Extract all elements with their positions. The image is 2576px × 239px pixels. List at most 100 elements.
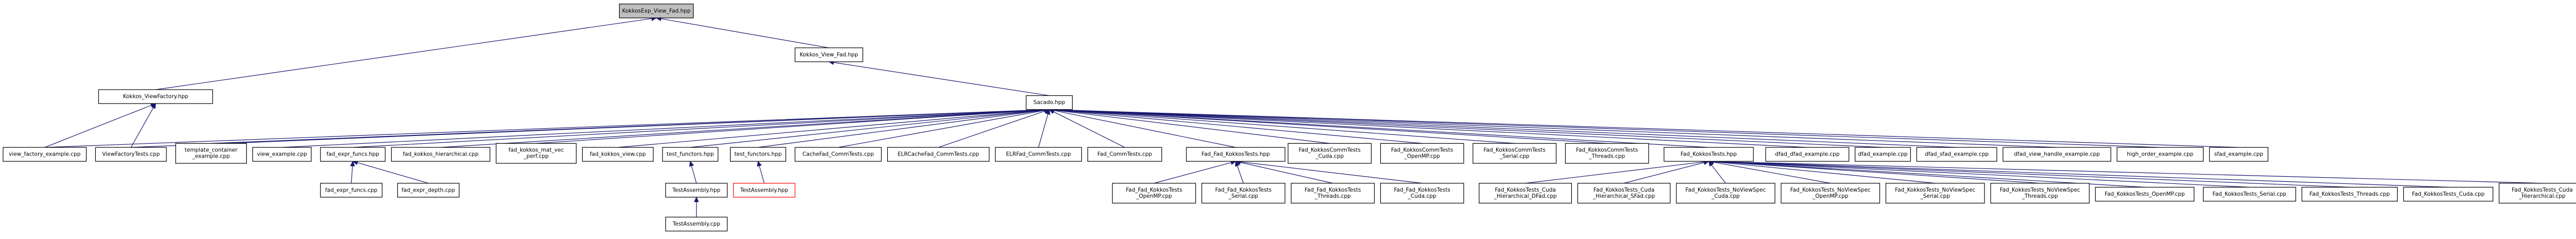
node-label: fad_expr_depth.cpp <box>401 187 455 193</box>
node-fkh[interactable]: fad_kokkos_hierarchical.cpp <box>391 147 490 162</box>
node-box <box>397 183 460 198</box>
edge-fkct-to-sacado <box>1054 109 1607 144</box>
edge-cfct-to-sacado <box>838 110 1045 148</box>
node-box <box>1112 183 1196 204</box>
node-fkco[interactable]: Fad_KokkosCommTests_OpenMP.cpp <box>1380 143 1464 164</box>
node-label: _Threads.cpp <box>1314 193 1351 199</box>
node-ta1[interactable]: TestAssembly.hpp <box>665 183 728 198</box>
node-fknvo[interactable]: Fad_KokkosTests_NoViewSpec_OpenMP.cpp <box>1781 183 1880 204</box>
node-label: _Serial.cpp <box>1228 193 1259 199</box>
node-fed[interactable]: fad_expr_depth.cpp <box>397 183 460 198</box>
node-box <box>1855 147 1911 162</box>
node-box <box>582 147 654 162</box>
edge-fkv-to-sacado <box>618 109 1045 148</box>
node-sacado[interactable]: Sacado.hpp <box>1026 95 1073 110</box>
edge-fkchs-to-fkt <box>1623 162 1704 184</box>
node-ta2[interactable]: TestAssembly.hpp <box>733 183 795 198</box>
node-label: ViewFactoryTests.cpp <box>102 151 160 158</box>
node-kvfac[interactable]: Kokkos_ViewFactory.hpp <box>98 89 213 104</box>
node-dsex[interactable]: dfad_sfad_example.cpp <box>1916 147 1997 162</box>
node-cfct[interactable]: CacheFad_CommTests.cpp <box>794 147 882 162</box>
node-fktc[interactable]: Fad_KokkosTests_Cuda.cpp <box>2403 186 2494 202</box>
node-box <box>3 147 87 162</box>
node-label: high_order_example.cpp <box>2127 151 2193 158</box>
node-box <box>175 143 247 164</box>
node-ffko[interactable]: Fad_Fad_KokkosTests_OpenMP.cpp <box>1112 183 1196 204</box>
node-tf2[interactable]: test_functors.hpp <box>730 147 786 162</box>
node-box <box>733 183 795 198</box>
node-box <box>2003 147 2111 162</box>
node-label: Fad_Fad_KokkosTests <box>1126 187 1182 193</box>
node-label: Fad_KokkosTests_NoViewSpec <box>1895 187 1975 193</box>
node-fkt[interactable]: Fad_KokkosTests.hpp <box>1664 147 1754 162</box>
node-label: fad_expr_funcs.hpp <box>327 151 380 158</box>
node-box <box>1885 183 1985 204</box>
node-ffkth[interactable]: Fad_Fad_KokkosTests_Threads.cpp <box>1291 183 1375 204</box>
node-root[interactable]: KokkosExp_View_Fad.hpp <box>619 4 694 19</box>
node-fkcc[interactable]: Fad_KokkosCommTests_Cuda.cpp <box>1287 143 1372 164</box>
node-tf1[interactable]: test_functors.hpp <box>662 147 719 162</box>
node-fkto[interactable]: Fad_KokkosTests_OpenMP.cpp <box>2095 186 2195 202</box>
node-box <box>887 147 990 162</box>
node-label: Fad_KokkosTests_Serial.cpp <box>2213 191 2287 197</box>
node-tacpp[interactable]: TestAssembly.cpp <box>665 216 728 232</box>
node-box <box>995 147 1082 162</box>
node-box <box>2116 147 2204 162</box>
node-fktch[interactable]: Fad_KokkosTests_Cuda_Hierarchical.cpp <box>2499 183 2576 204</box>
node-box <box>2403 186 2494 202</box>
arrowhead-icon <box>1235 161 1240 167</box>
node-vex[interactable]: view_example.cpp <box>252 147 312 162</box>
node-box <box>1664 147 1754 162</box>
node-vft[interactable]: ViewFactoryTests.cpp <box>95 147 167 162</box>
node-fknvs[interactable]: Fad_KokkosTests_NoViewSpec_Serial.cpp <box>1885 183 1985 204</box>
node-elrc[interactable]: ELRCacheFad_CommTests.cpp <box>887 147 990 162</box>
node-fkchs[interactable]: Fad_KokkosTests_Cuda_Hierarchical_SFad.c… <box>1577 183 1671 204</box>
node-elrf[interactable]: ELRFad_CommTests.cpp <box>995 147 1082 162</box>
node-kvfad[interactable]: Kokkos_View_Fad.hpp <box>794 47 863 62</box>
node-fct[interactable]: Fad_CommTests.cpp <box>1087 147 1162 162</box>
node-label: _OpenMP.cpp <box>1404 153 1440 160</box>
node-ffkc[interactable]: Fad_Fad_KokkosTests_Cuda.cpp <box>1380 183 1464 204</box>
node-ffks[interactable]: Fad_Fad_KokkosTests_Serial.cpp <box>1201 183 1285 204</box>
node-label: _perf.cpp <box>523 153 549 160</box>
node-label: template_container <box>185 147 238 153</box>
edge-fkts-to-fkt <box>1713 161 2250 188</box>
node-fkchd[interactable]: Fad_KokkosTests_Cuda_Hierarchical_DFad.c… <box>1479 183 1572 204</box>
node-hoe[interactable]: high_order_example.cpp <box>2116 147 2204 162</box>
node-label: Fad_KokkosTests_Cuda <box>2512 187 2572 193</box>
node-fef[interactable]: fad_expr_funcs.hpp <box>320 147 386 162</box>
node-label: Fad_KokkosTests_NoViewSpec <box>1685 187 1766 193</box>
edge-fef-to-sacado <box>352 109 1045 148</box>
node-fkts[interactable]: Fad_KokkosTests_Serial.cpp <box>2202 186 2296 202</box>
node-fknvt[interactable]: Fad_KokkosTests_NoViewSpec_Threads.cpp <box>1990 183 2090 204</box>
node-label: Sacado.hpp <box>1033 99 1065 106</box>
node-fkct[interactable]: Fad_KokkosCommTests_Threads.cpp <box>1565 143 1649 164</box>
node-dfex[interactable]: dfad_dfad_example.cpp <box>1765 147 1850 162</box>
node-vfex[interactable]: view_factory_example.cpp <box>3 147 87 162</box>
node-box <box>2095 186 2195 202</box>
node-fefc[interactable]: fad_expr_funcs.cpp <box>320 183 383 198</box>
node-ffkt[interactable]: Fad_Fad_KokkosTests.hpp <box>1186 147 1285 162</box>
node-fktt[interactable]: Fad_KokkosTests_Threads.cpp <box>2301 186 2398 202</box>
node-fkcs[interactable]: Fad_KokkosCommTests_Serial.cpp <box>1472 143 1557 164</box>
edge-dvh-to-sacado <box>1054 109 2057 148</box>
node-label: Fad_Fad_KokkosTests <box>1304 187 1361 193</box>
node-fkv[interactable]: fad_kokkos_view.cpp <box>582 147 654 162</box>
node-label: Fad_Fad_KokkosTests.hpp <box>1201 151 1270 158</box>
node-fkmv[interactable]: fad_kokkos_mat_vec_perf.cpp <box>496 143 577 164</box>
node-label: _example.cpp <box>192 153 230 160</box>
node-dvh[interactable]: dfad_view_handle_example.cpp <box>2003 147 2111 162</box>
node-label: _Cuda.cpp <box>1711 193 1740 199</box>
node-label: KokkosExp_View_Fad.hpp <box>622 8 691 14</box>
arrowhead-icon <box>757 161 762 167</box>
node-tce[interactable]: template_container_example.cpp <box>175 143 247 164</box>
node-box <box>2202 186 2296 202</box>
edge-vex-to-sacado <box>282 109 1045 148</box>
node-sex[interactable]: sfad_example.cpp <box>2209 147 2268 162</box>
node-dex[interactable]: dfad_example.cpp <box>1855 147 1911 162</box>
node-box <box>1380 183 1464 204</box>
node-fknvc[interactable]: Fad_KokkosTests_NoViewSpec_Cuda.cpp <box>1676 183 1775 204</box>
node-box <box>95 147 167 162</box>
node-label: _Serial.cpp <box>1920 193 1950 199</box>
node-label: dfad_example.cpp <box>1858 151 1908 158</box>
